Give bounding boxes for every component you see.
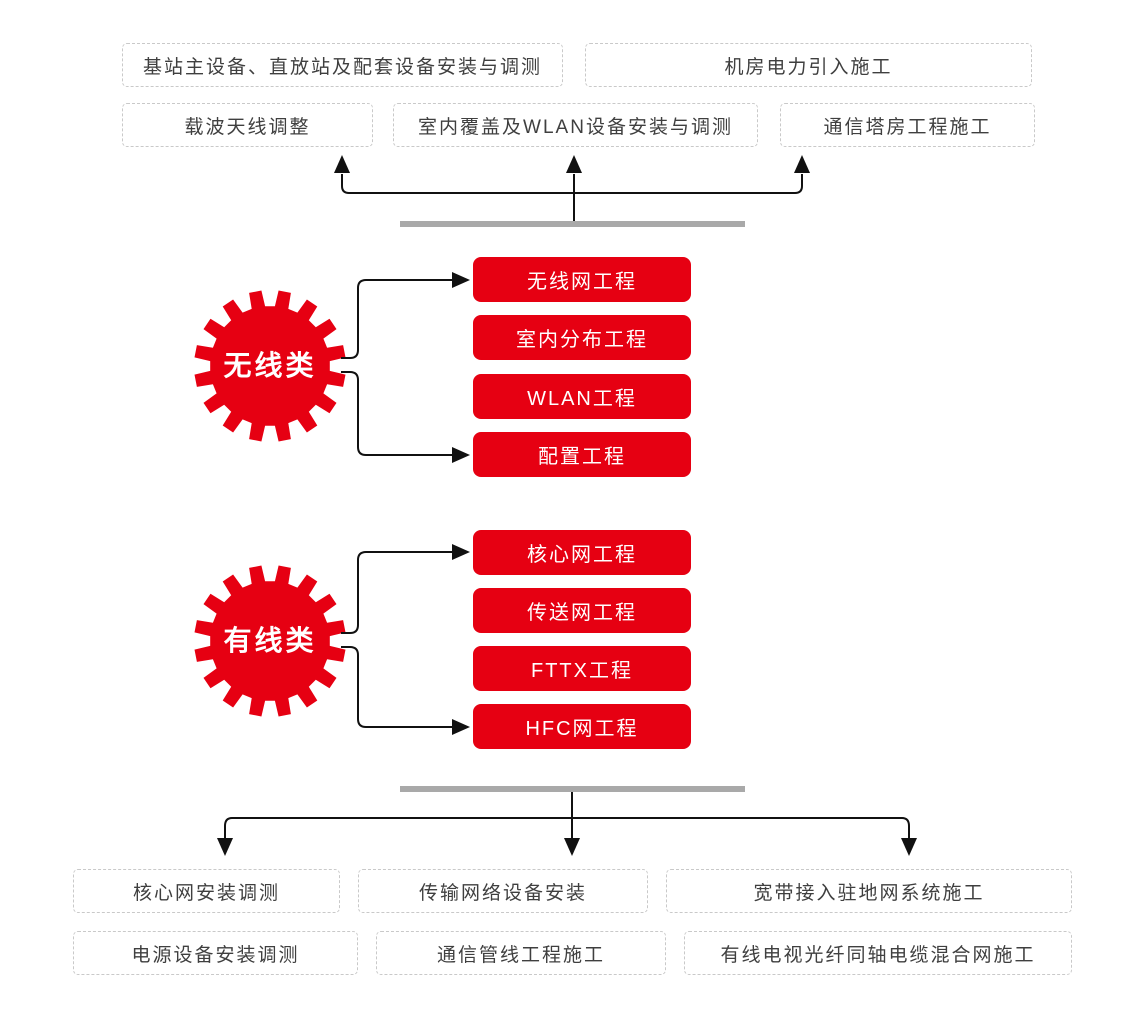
- project-button-wireless-network: 无线网工程: [473, 257, 691, 302]
- project-button-fttx: FTTX工程: [473, 646, 691, 691]
- arrow-down-icon: [217, 838, 233, 856]
- divider-bar-bottom: [400, 786, 745, 792]
- arrow-up-icon: [334, 155, 350, 173]
- project-button-core-network: 核心网工程: [473, 530, 691, 575]
- arrow-right-icon: [452, 719, 470, 735]
- project-button-hfc-network: HFC网工程: [473, 704, 691, 749]
- connector-bottom-branches: [224, 817, 910, 838]
- divider-bar-top: [400, 221, 745, 227]
- output-box-power-lead-in: 机房电力引入施工: [585, 43, 1032, 87]
- connector-top-branches: [341, 174, 803, 194]
- output-box-transmission-install: 传输网络设备安装: [358, 869, 648, 913]
- output-box-base-station-install: 基站主设备、直放站及配套设备安装与调测: [122, 43, 563, 87]
- output-box-hfc-cable-construction: 有线电视光纤同轴电缆混合网施工: [684, 931, 1072, 975]
- arrow-right-icon: [452, 544, 470, 560]
- project-button-configuration: 配置工程: [473, 432, 691, 477]
- output-box-tower-construction: 通信塔房工程施工: [780, 103, 1035, 147]
- output-box-antenna-adjust: 载波天线调整: [122, 103, 373, 147]
- connector-wired-top: [341, 551, 452, 634]
- gear-label-wired: 有线类: [223, 625, 317, 656]
- project-button-indoor-distribution: 室内分布工程: [473, 315, 691, 360]
- output-box-core-install: 核心网安装调测: [73, 869, 340, 913]
- output-box-power-equipment-install: 电源设备安装调测: [73, 931, 358, 975]
- output-box-broadband-access: 宽带接入驻地网系统施工: [666, 869, 1072, 913]
- arrow-right-icon: [452, 447, 470, 463]
- output-box-pipeline-construction: 通信管线工程施工: [376, 931, 666, 975]
- arrow-down-icon: [901, 838, 917, 856]
- arrow-up-icon: [794, 155, 810, 173]
- gear-label-wireless: 无线类: [223, 350, 317, 381]
- project-button-wlan: WLAN工程: [473, 374, 691, 419]
- project-button-transport-network: 传送网工程: [473, 588, 691, 633]
- output-box-indoor-wlan-install: 室内覆盖及WLAN设备安装与调测: [393, 103, 758, 147]
- arrow-down-icon: [564, 838, 580, 856]
- arrow-up-icon: [566, 155, 582, 173]
- arrow-right-icon: [452, 272, 470, 288]
